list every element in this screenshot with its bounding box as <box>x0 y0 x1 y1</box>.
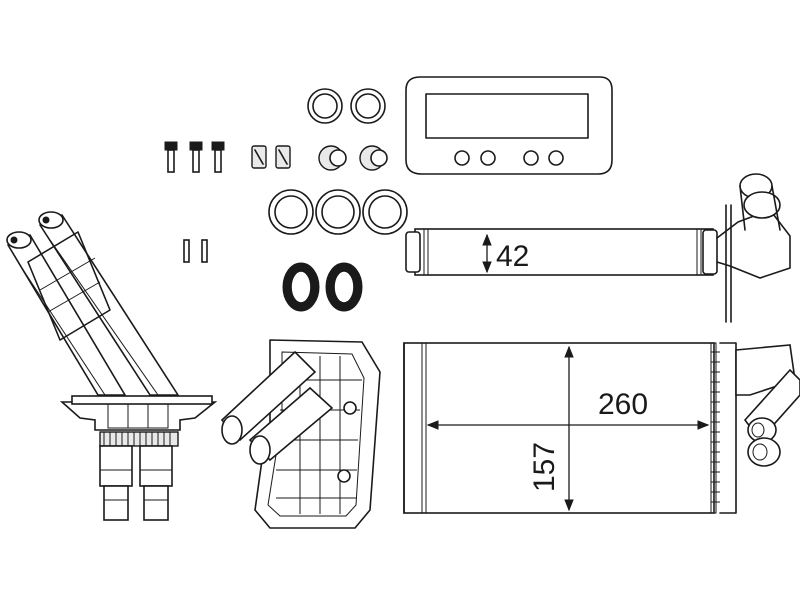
dimension-42: 42 <box>482 233 529 274</box>
heater-core-front-view <box>403 342 800 514</box>
dimension-label-260: 260 <box>598 388 648 421</box>
o-rings <box>268 88 408 235</box>
dimension-label-157: 157 <box>528 442 561 492</box>
clips <box>251 145 291 169</box>
fin-comb <box>711 351 720 503</box>
thread-lines <box>103 432 171 446</box>
housing-manifold <box>220 339 381 529</box>
heater-core-side-view <box>405 173 791 323</box>
gasket-plate <box>405 76 613 175</box>
dimension-260: 260 <box>426 388 710 430</box>
screws <box>164 141 225 263</box>
seals <box>282 262 363 312</box>
pipe-assembly-left <box>6 211 218 521</box>
dimension-157: 157 <box>528 345 574 512</box>
dimension-label-42: 42 <box>496 240 529 273</box>
